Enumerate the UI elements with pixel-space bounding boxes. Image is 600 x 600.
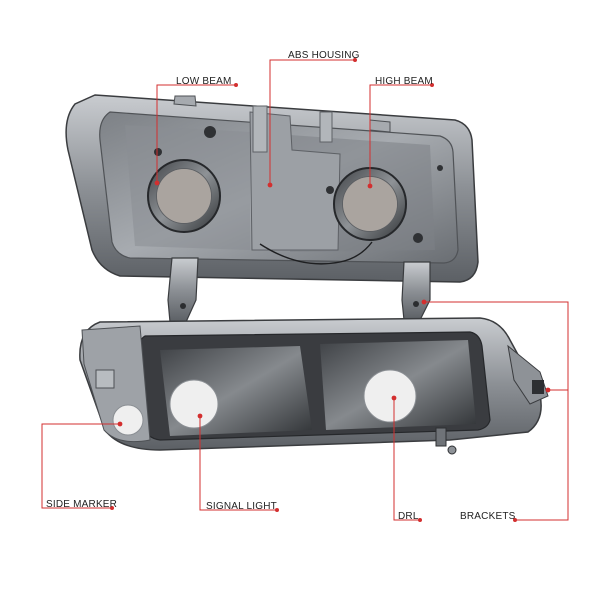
brackets-tail-dot (513, 518, 517, 522)
abs-housing-label: ABS HOUSING (288, 50, 360, 61)
signal-light-dot (197, 413, 203, 419)
side-marker-label: SIDE MARKER (46, 499, 118, 510)
brackets-label: BRACKETS (460, 511, 516, 522)
side-marker-leader (41, 423, 120, 509)
low-beam-socket (147, 159, 221, 233)
side-marker-dot (117, 421, 123, 427)
low-beam-leader (156, 84, 236, 183)
drl-bulb (363, 369, 417, 423)
high-beam-tail-dot (430, 83, 434, 87)
drl-leader (393, 398, 420, 521)
low-beam-label: LOW BEAM (176, 76, 232, 87)
high-beam-dot (367, 183, 373, 189)
drl-label: DRL (398, 511, 419, 522)
signal-light-label: SIGNAL LIGHT (206, 501, 277, 512)
drl-tail-dot (418, 518, 422, 522)
drl-dot (391, 395, 397, 401)
high-beam-label: HIGH BEAM (375, 76, 433, 87)
headlight-housing (65, 94, 479, 283)
signal-light-bulb (169, 379, 219, 429)
brackets-dot-top (421, 299, 427, 305)
abs-housing-tail-dot (353, 58, 357, 62)
low-beam-dot (154, 180, 160, 186)
bracket-arms (167, 257, 431, 323)
low-beam-tail-dot (234, 83, 238, 87)
side-marker-bulb (112, 404, 144, 436)
abs-housing-dot (267, 182, 273, 188)
high-beam-leader (369, 84, 432, 186)
side-marker-tail-dot (110, 506, 114, 510)
leader-lines (41, 59, 569, 521)
brackets-dot-side (545, 387, 551, 393)
high-beam-socket (333, 167, 407, 241)
abs-housing-leader (269, 59, 355, 185)
signal-light-leader (199, 416, 277, 511)
leader-endpoints (110, 58, 551, 522)
corner-light-housing (79, 317, 549, 455)
brackets-leader-top (424, 301, 569, 521)
signal-light-tail-dot (275, 508, 279, 512)
